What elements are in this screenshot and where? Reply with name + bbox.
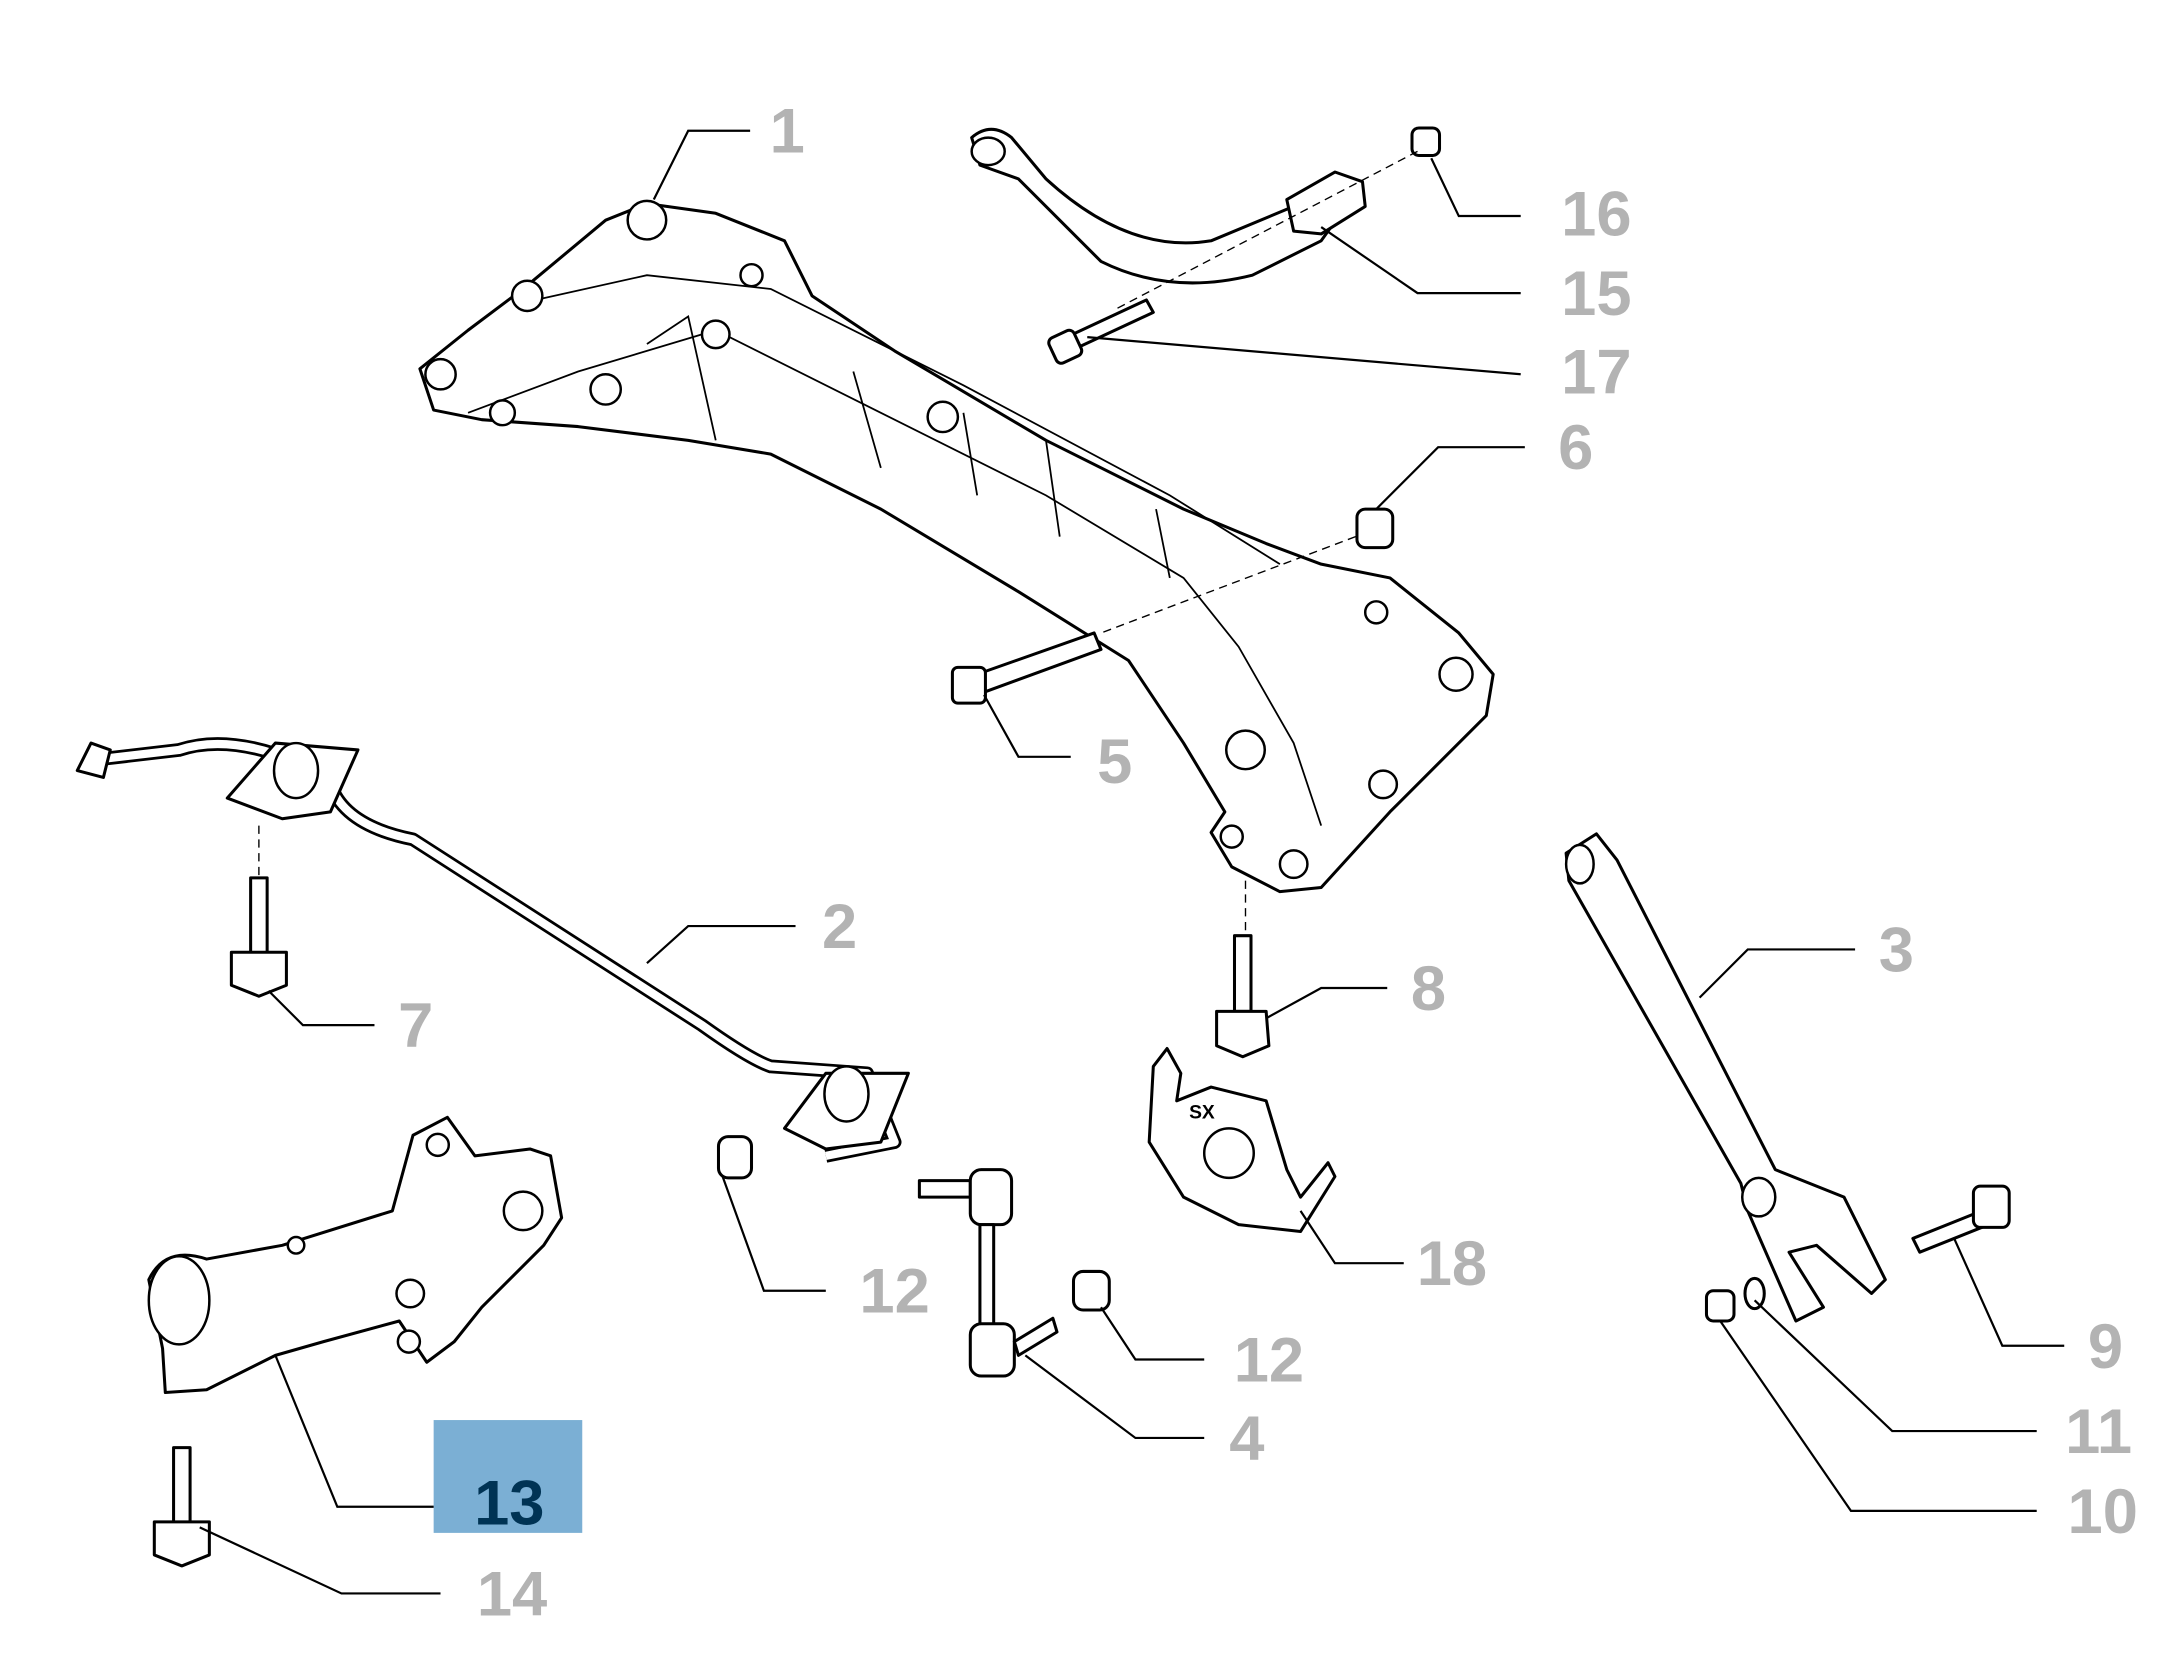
bolt-8[interactable] (1215, 934, 1271, 1059)
callout-6[interactable]: 6 (1558, 413, 1593, 483)
parts-drawing: SX (75, 126, 2011, 1568)
callout-17[interactable]: 17 (1561, 338, 1631, 408)
highlight-box-13 (433, 1420, 583, 1533)
callout-7[interactable]: 7 (398, 991, 433, 1061)
washer-11[interactable] (1743, 1276, 1766, 1311)
callout-18[interactable]: 18 (1417, 1229, 1487, 1299)
leader-line-3 (1698, 948, 1856, 999)
leader-line-5 (983, 694, 1071, 758)
callout-4[interactable]: 4 (1229, 1404, 1264, 1474)
callout-2[interactable]: 2 (822, 892, 857, 962)
part-marking: SX (1189, 1103, 1215, 1124)
nut-16[interactable] (1410, 126, 1442, 158)
leader-line-9 (1953, 1237, 2065, 1347)
callout-16[interactable]: 16 (1561, 179, 1631, 249)
nut-12-right[interactable] (1071, 1269, 1111, 1312)
bolt-14[interactable] (152, 1446, 211, 1568)
bolt-9[interactable] (1911, 1184, 2011, 1254)
leader-line-17 (1087, 336, 1521, 376)
leader-line-10 (1719, 1320, 2037, 1512)
nut-10[interactable] (1704, 1289, 1736, 1323)
callout-14[interactable]: 14 (477, 1559, 547, 1629)
leader-line-8 (1265, 986, 1388, 1020)
callout-8[interactable]: 8 (1411, 954, 1446, 1024)
subframe-part[interactable] (418, 199, 1495, 894)
callout-11[interactable]: 11 (2065, 1397, 2132, 1467)
stabilizer-link-part[interactable] (917, 1168, 1059, 1378)
leader-line-16 (1430, 157, 1521, 218)
shield-18-part[interactable]: SX (1147, 1047, 1337, 1234)
bolt-17[interactable] (1047, 298, 1155, 365)
leader-line-12b (1100, 1306, 1205, 1361)
nut-6[interactable] (1355, 507, 1395, 550)
callout-labels: 1 16 15 176 5 2 3 8 7 18 12 12 4 9 11 10 13 14 (199, 97, 2138, 1629)
callout-10[interactable]: 10 (2068, 1477, 2138, 1547)
hub-carrier-13-part[interactable] (147, 1115, 564, 1395)
leader-line-4 (1024, 1354, 1205, 1440)
leader-line-7 (267, 989, 375, 1027)
leader-line-1 (652, 129, 751, 201)
callout-3[interactable]: 3 (1879, 915, 1914, 985)
upper-arm-part[interactable] (970, 127, 1367, 285)
leader-line-18 (1299, 1210, 1404, 1265)
leader-line-6 (1375, 446, 1525, 510)
callout-15[interactable]: 15 (1561, 259, 1631, 329)
bolt-7[interactable] (229, 876, 288, 998)
lower-arm-3-part[interactable] (1564, 832, 1887, 1323)
callout-13[interactable]: 13 (474, 1469, 544, 1539)
leader-line-14 (199, 1526, 441, 1595)
bolt-5[interactable] (950, 631, 1103, 705)
stabilizer-bar-part[interactable] (75, 737, 910, 1163)
callout-5[interactable]: 5 (1097, 727, 1132, 797)
callout-1[interactable]: 1 (770, 97, 805, 167)
leader-line-2 (646, 924, 796, 965)
leader-line-13 (274, 1354, 434, 1508)
leader-line-12a (721, 1176, 826, 1292)
nut-12-left[interactable] (716, 1135, 754, 1180)
callout-12b[interactable]: 12 (1234, 1326, 1304, 1396)
callout-12a[interactable]: 12 (859, 1257, 929, 1327)
leader-line-15 (1320, 226, 1521, 295)
leader-line-11 (1753, 1299, 2037, 1433)
callout-9[interactable]: 9 (2088, 1312, 2123, 1382)
